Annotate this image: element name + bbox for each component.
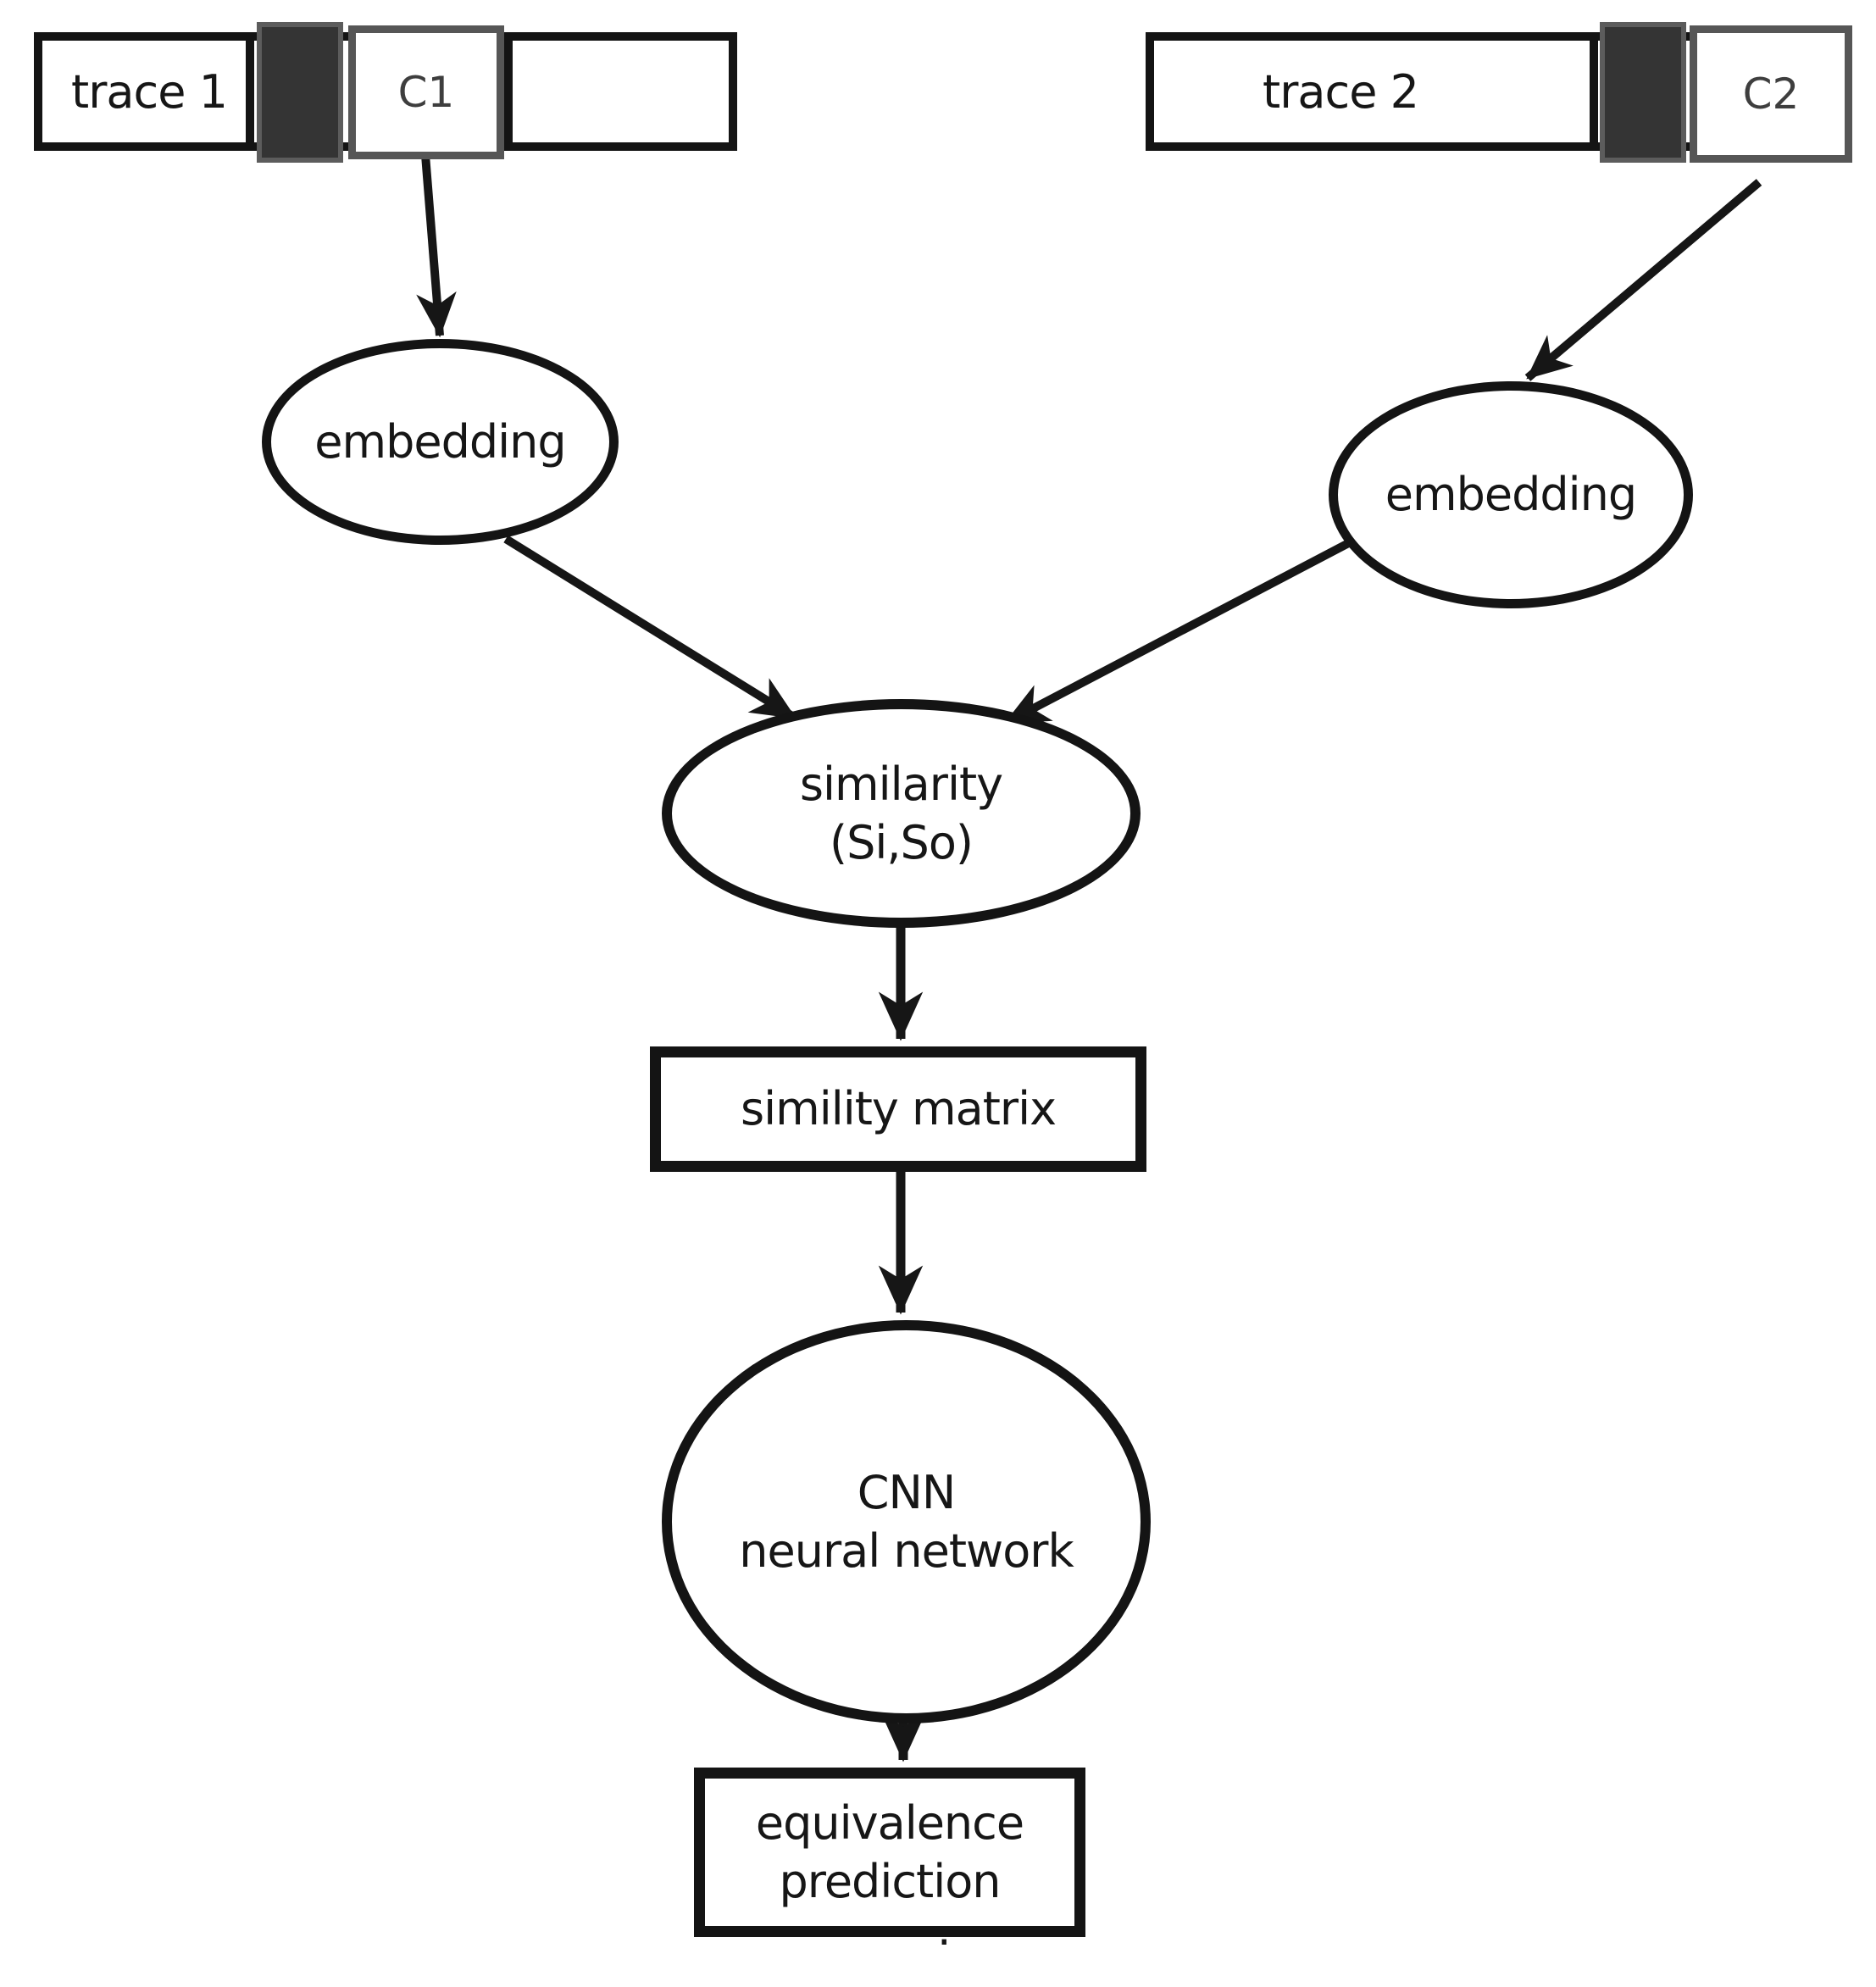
stray-dot: .: [937, 1905, 952, 1956]
trace2-highlight-chunk: [1600, 22, 1686, 163]
arrow-embedding-left-to-similarity: [503, 535, 797, 722]
arrow-c2-to-embedding-right: [1524, 179, 1762, 381]
arrow-c1-to-embedding-left: [416, 154, 457, 338]
trace2-divider-left: [1590, 32, 1598, 151]
trace2-label: trace 2: [1263, 64, 1419, 119]
arrow-embedding-right-to-similarity: [1003, 525, 1377, 727]
similarity-node: similarity (Si,So): [662, 699, 1141, 928]
similarity-label-line2: (Si,So): [830, 816, 974, 869]
trace1-c1-cell: C1: [348, 25, 504, 159]
equivalence-prediction-node: equivalence prediction: [694, 1768, 1085, 1937]
equivalence-label-line2: prediction: [779, 1855, 1002, 1908]
cnn-node: CNN neural network: [662, 1320, 1151, 1723]
similarity-matrix-label: simility matrix: [740, 1082, 1057, 1136]
trace1-label: trace 1: [71, 64, 228, 119]
trace1-divider-left: [246, 32, 254, 151]
similarity-matrix-node: simility matrix: [650, 1046, 1146, 1172]
embedding-right-node: embedding: [1329, 381, 1693, 608]
cnn-label-line1: CNN: [857, 1465, 956, 1519]
trace1-divider-right: [504, 32, 513, 151]
embedding-left-node: embedding: [262, 339, 619, 545]
similarity-label-line1: similarity: [799, 757, 1003, 811]
trace2-c2-cell: C2: [1690, 25, 1852, 163]
embedding-right-label: embedding: [1385, 468, 1637, 522]
cnn-label-line2: neural network: [739, 1524, 1074, 1578]
equivalence-label-line1: equivalence: [755, 1796, 1024, 1850]
embedding-left-label: embedding: [314, 414, 566, 469]
trace1-highlight-chunk: [257, 22, 343, 163]
